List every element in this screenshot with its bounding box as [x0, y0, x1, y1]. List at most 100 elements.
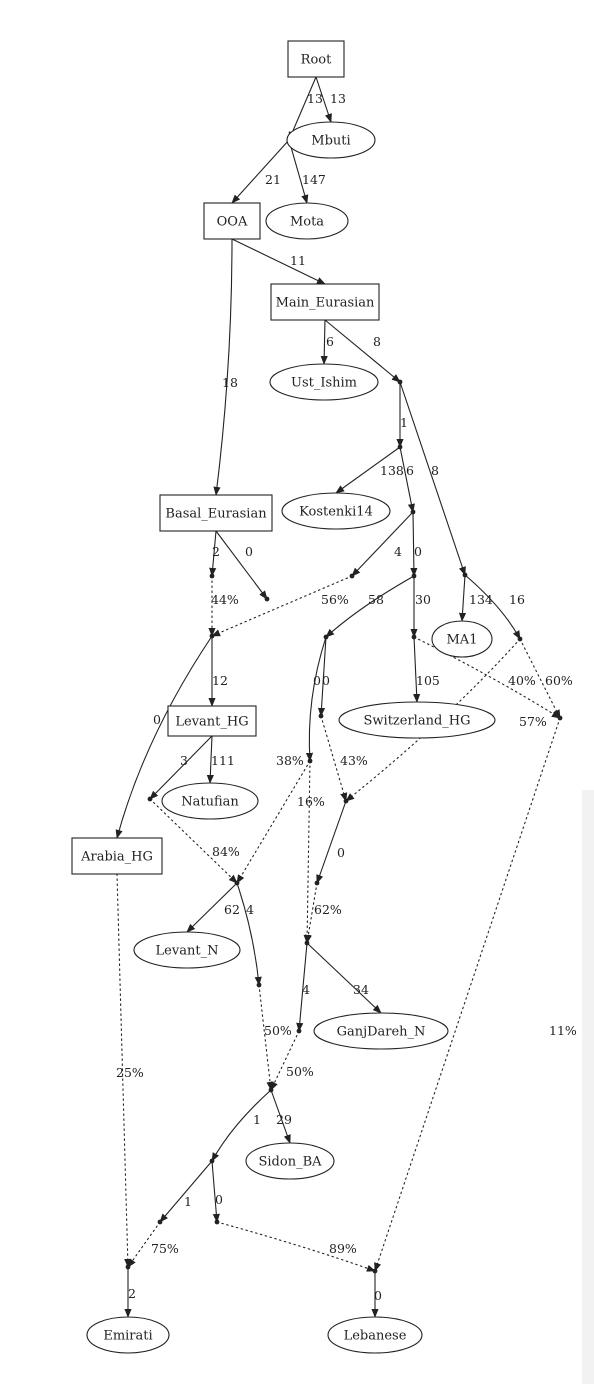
- edge-label-j13-mixg2: 16%: [297, 794, 325, 809]
- edge-j16-mixg2: [304, 882, 318, 944]
- node-label-sidon-ba: Sidon_BA: [258, 1155, 322, 1170]
- node-levant-n: [133, 931, 241, 969]
- edge-label-levant-j15: 3: [180, 753, 188, 768]
- edge-label-j11-swiss: 105: [416, 673, 440, 688]
- node-label-ma1: MA1: [447, 633, 478, 648]
- edge-label-mix-levant: 12: [212, 673, 228, 688]
- junction-j12: [517, 636, 523, 642]
- edge-label-j8-mix: 56%: [321, 592, 349, 607]
- edge-arabia-mixe: [116, 873, 132, 1268]
- node-label-basal-eurasian: Basal_Eurasian: [165, 507, 267, 522]
- edge-label-j19-j20: 1: [184, 1194, 192, 1209]
- edge-j9-j10: [325, 575, 415, 638]
- edge-j8-mix: [211, 575, 353, 637]
- edge-label-mixs-sidon: 29: [276, 1112, 292, 1127]
- junction-mixr: [557, 715, 563, 721]
- junction-j2: [397, 379, 403, 385]
- edge-j3-j5: [399, 446, 415, 513]
- edge-label-basal-j7: 0: [245, 544, 253, 559]
- edge-j5-j9: [410, 511, 418, 577]
- edge-root-j1: [288, 76, 317, 141]
- edge-j5-j8: [351, 511, 414, 577]
- junction-j7: [264, 596, 270, 602]
- edge-mix-arabia: [115, 635, 213, 839]
- edge-label-ooa-main: 11: [290, 253, 306, 268]
- edge-label-mixe-emirati: 2: [128, 1286, 136, 1301]
- edge-label-basal-j6: 2: [212, 544, 220, 559]
- junction-j14: [318, 713, 324, 719]
- node-switzerland-hg: [338, 701, 496, 739]
- node-basal-eurasian: [159, 494, 273, 532]
- node-label-ust-ishim: Ust_Ishim: [291, 376, 357, 391]
- edge-j1-mota: [288, 139, 309, 204]
- node-main-eurasian: [270, 283, 380, 321]
- edge-j12-mixr: [519, 638, 561, 719]
- edge-label-j1-mota: 147: [302, 172, 326, 187]
- node-sidon-ba: [245, 1142, 335, 1180]
- edge-label-j15-mixl: 84%: [212, 844, 240, 859]
- node-label-emirati: Emirati: [103, 1329, 152, 1344]
- node-ganjdareh-n: [313, 1012, 449, 1050]
- edge-label-mixl-levantn: 62: [224, 902, 240, 917]
- edge-j10-j13: [305, 636, 327, 762]
- edge-label-j21-mixleb: 89%: [329, 1241, 357, 1256]
- node-label-switzerland-hg: Switzerland_HG: [364, 714, 471, 729]
- junction-j21: [214, 1219, 220, 1225]
- edge-ooa-main: [231, 238, 326, 285]
- junction-mixg: [343, 798, 349, 804]
- edge-label-main-ust: 6: [326, 334, 334, 349]
- edge-mixg2-ganj: [306, 942, 382, 1014]
- edge-mixs-j19: [211, 1089, 272, 1162]
- edge-mixl-j17: [236, 882, 262, 986]
- node-label-main-eurasian: Main_Eurasian: [276, 296, 375, 311]
- edge-levant-natufian: [206, 735, 214, 784]
- junction-mixs: [268, 1087, 274, 1093]
- junction-j9: [411, 573, 417, 579]
- edge-label-root-mbuti: 13: [330, 91, 346, 106]
- node-label-ooa: OOA: [217, 215, 248, 230]
- edge-label-mixg2-j18: 4: [302, 982, 310, 997]
- edge-j21-mixleb: [216, 1221, 376, 1272]
- edge-j19-j21: [211, 1160, 220, 1223]
- node-arabia-hg: [71, 837, 163, 875]
- node-ust-ishim: [269, 363, 379, 401]
- edge-main-ust: [320, 319, 328, 365]
- node-kostenki14: [281, 492, 391, 530]
- edge-label-mix-arabia: 0: [153, 712, 161, 727]
- node-ooa: [203, 202, 261, 240]
- node-label-mbuti: Mbuti: [311, 134, 350, 149]
- edge-label-j12-mixr: 60%: [545, 673, 573, 688]
- node-label-levant-hg: Levant_HG: [175, 715, 248, 730]
- edge-ooa-basal: [213, 238, 233, 496]
- junction-mixg2: [304, 940, 310, 946]
- junction-j4: [462, 572, 468, 578]
- junction-j15: [147, 796, 153, 802]
- node-label-levant-n: Levant_N: [156, 944, 219, 959]
- node-mota: [265, 202, 349, 240]
- edge-label-mixr-mixleb: 11%: [549, 1023, 577, 1038]
- edge-label-j4-j12: 16: [509, 592, 525, 607]
- node-mbuti: [286, 121, 376, 159]
- edge-label-j11-mixr: 40%: [508, 673, 536, 688]
- edge-j11-mixr: [413, 636, 561, 719]
- edge-j15-mixl: [149, 798, 238, 884]
- junction-j11: [411, 634, 417, 640]
- junction-j20: [157, 1219, 163, 1225]
- edge-label-j2-j4: 8: [431, 463, 439, 478]
- edge-j14-mixg: [320, 715, 348, 802]
- edge-levant-j15: [149, 735, 213, 800]
- edge-j4-j12: [464, 574, 521, 640]
- edge-label-j1-ooa: 21: [265, 172, 281, 187]
- edge-j19-j20: [159, 1160, 213, 1223]
- edge-label-j3-kost: 138: [380, 463, 404, 478]
- edge-j18-mixs: [270, 1030, 300, 1091]
- edge-label-j5-j9: 0: [414, 544, 422, 559]
- junction-mixl: [234, 880, 240, 886]
- node-label-natufian: Natufian: [181, 795, 239, 810]
- edge-j3-kost: [335, 446, 401, 494]
- junction-mixe: [125, 1264, 131, 1270]
- junction-mix1: [209, 633, 215, 639]
- node-emirati: [86, 1316, 170, 1354]
- edge-label-j10-j13: 0: [313, 673, 321, 688]
